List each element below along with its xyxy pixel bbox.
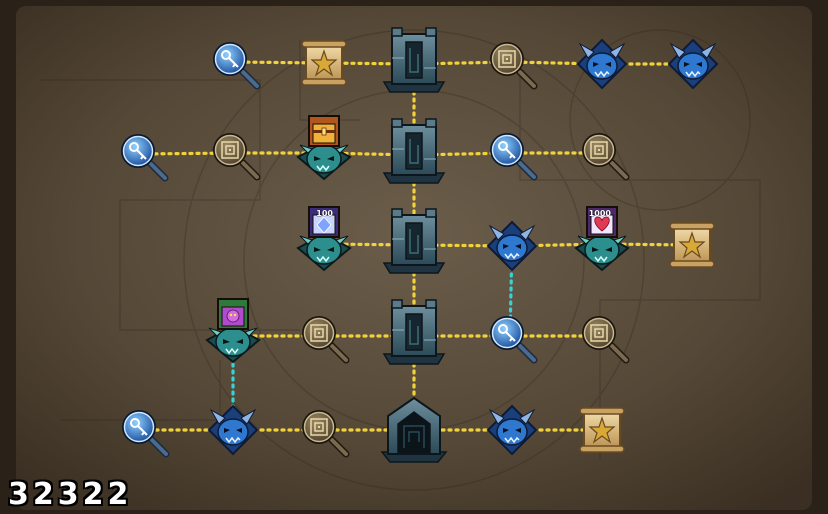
maze-magnifier-icon[interactable]	[582, 316, 630, 364]
blue-demon-icon[interactable]	[207, 404, 259, 456]
maze-magnifier-icon[interactable]	[582, 133, 630, 181]
monster-card-icon	[217, 298, 249, 330]
teal-demon-icon[interactable]: 1000	[574, 206, 630, 272]
stone-tower-icon[interactable]	[382, 208, 446, 274]
teal-demon-icon[interactable]: 100	[296, 206, 352, 272]
maze-magnifier-icon[interactable]	[213, 133, 261, 181]
maze-magnifier-icon[interactable]	[302, 316, 350, 364]
stone-tower-icon[interactable]	[382, 118, 446, 184]
teal-demon-icon[interactable]	[205, 298, 261, 364]
reward-count-label: 100	[316, 209, 333, 218]
key-magnifier-icon[interactable]	[122, 410, 170, 458]
key-magnifier-icon[interactable]	[121, 134, 169, 182]
dungeon-gate-icon[interactable]	[380, 396, 448, 463]
teal-demon-icon[interactable]	[296, 115, 352, 181]
blue-demon-icon[interactable]	[486, 404, 538, 456]
reward-count-label: 1000	[589, 209, 612, 218]
star-scroll-icon[interactable]	[301, 40, 347, 86]
blue-demon-icon[interactable]	[667, 38, 719, 90]
blue-demon-icon[interactable]	[576, 38, 628, 90]
heart-card-icon: 1000	[586, 206, 618, 238]
star-scroll-icon[interactable]	[669, 222, 715, 268]
blue-demon-icon[interactable]	[486, 220, 538, 272]
key-magnifier-icon[interactable]	[213, 42, 261, 90]
treasure-chest-icon	[308, 115, 340, 147]
key-magnifier-icon[interactable]	[490, 133, 538, 181]
maze-magnifier-icon[interactable]	[302, 410, 350, 458]
maze-magnifier-icon[interactable]	[490, 42, 538, 90]
star-scroll-icon[interactable]	[579, 407, 625, 453]
score-counter: 32322	[8, 477, 133, 512]
crystal-card-icon: 100	[308, 206, 340, 238]
stone-tower-icon[interactable]	[382, 27, 446, 93]
node-layer: 100 1000	[121, 27, 719, 463]
key-magnifier-icon[interactable]	[490, 316, 538, 364]
stone-tower-icon[interactable]	[382, 299, 446, 365]
